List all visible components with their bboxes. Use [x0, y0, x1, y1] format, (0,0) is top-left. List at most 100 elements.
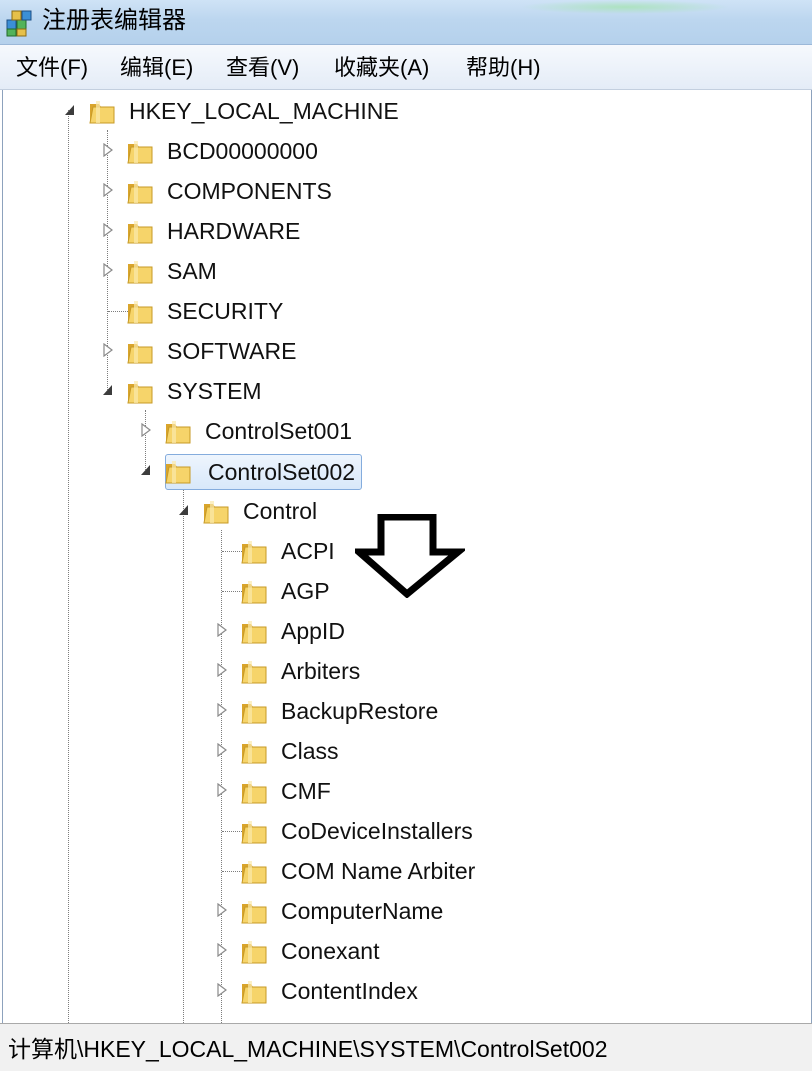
collapsed-triangle-icon[interactable] — [215, 662, 229, 678]
tree-node-label[interactable]: AppID — [281, 618, 345, 644]
tree-node-label[interactable]: Conexant — [281, 938, 380, 964]
folder-icon — [125, 136, 155, 166]
folder-icon — [239, 816, 269, 846]
tree-node-label[interactable]: SAM — [167, 258, 217, 284]
collapsed-triangle-icon[interactable] — [215, 902, 229, 918]
tree-node-label[interactable]: BCD00000000 — [167, 138, 318, 164]
tree-node[interactable]: ControlSet001 — [3, 411, 803, 451]
tree-node-label[interactable]: CoDeviceInstallers — [281, 818, 473, 844]
tree-node-label[interactable]: BackupRestore — [281, 698, 439, 724]
collapsed-triangle-icon[interactable] — [215, 622, 229, 638]
expanded-triangle-icon[interactable] — [63, 103, 77, 117]
collapsed-triangle-icon[interactable] — [101, 182, 115, 198]
collapsed-triangle-icon[interactable] — [101, 142, 115, 158]
tree-node[interactable]: ContentIndex — [3, 971, 803, 1011]
tree-node[interactable]: SYSTEM — [3, 371, 803, 411]
tree-node[interactable]: ComputerName — [3, 891, 803, 931]
window-title: 注册表编辑器 — [42, 7, 186, 34]
expanded-triangle-icon[interactable] — [177, 503, 191, 517]
folder-icon — [239, 936, 269, 966]
folder-icon — [201, 496, 231, 526]
registry-editor-icon — [6, 10, 32, 37]
status-path: 计算机\HKEY_LOCAL_MACHINE\SYSTEM\ControlSet… — [8, 1036, 608, 1062]
folder-icon — [239, 896, 269, 926]
tree-node[interactable]: AGP — [3, 571, 803, 611]
tree-node[interactable]: BCD00000000 — [3, 131, 803, 171]
tree-node-label[interactable]: COMPONENTS — [167, 178, 332, 204]
collapsed-triangle-icon[interactable] — [215, 742, 229, 758]
collapsed-triangle-icon[interactable] — [101, 222, 115, 238]
folder-icon — [125, 216, 155, 246]
menu-bar: 文件(F) 编辑(E) 查看(V) 收藏夹(A) 帮助(H) — [0, 45, 812, 90]
tree-node[interactable]: HARDWARE — [3, 211, 803, 251]
tree-node-label[interactable]: AGP — [281, 578, 330, 604]
tree-node[interactable]: SAM — [3, 251, 803, 291]
tree-node-label[interactable]: ControlSet002 — [165, 454, 363, 490]
folder-icon — [239, 536, 269, 566]
folder-icon — [87, 96, 117, 126]
expanded-triangle-icon[interactable] — [139, 463, 153, 477]
tree-node[interactable]: CMF — [3, 771, 803, 811]
tree-node[interactable]: Class — [3, 731, 803, 771]
tree-node[interactable]: COMPONENTS — [3, 171, 803, 211]
tree-node-label[interactable]: SECURITY — [167, 298, 284, 324]
folder-icon — [239, 976, 269, 1006]
collapsed-triangle-icon[interactable] — [215, 782, 229, 798]
folder-icon — [239, 616, 269, 646]
tree-node-label[interactable]: CMF — [281, 778, 331, 804]
tree-node-label[interactable]: HKEY_LOCAL_MACHINE — [129, 98, 399, 124]
tree-node-label[interactable]: ACPI — [281, 538, 335, 564]
tree-node-label[interactable]: SYSTEM — [167, 378, 262, 404]
folder-icon — [163, 456, 193, 486]
menu-file[interactable]: 文件(F) — [16, 55, 89, 80]
tree-node[interactable]: ACPI — [3, 531, 803, 571]
menu-help[interactable]: 帮助(H) — [466, 55, 541, 80]
tree-node[interactable]: BackupRestore — [3, 691, 803, 731]
folder-icon — [125, 336, 155, 366]
status-bar: 计算机\HKEY_LOCAL_MACHINE\SYSTEM\ControlSet… — [0, 1023, 812, 1071]
folder-icon — [163, 416, 193, 446]
tree-node-label[interactable]: Control — [243, 498, 318, 524]
tree-node[interactable]: Arbiters — [3, 651, 803, 691]
collapsed-triangle-icon[interactable] — [139, 422, 153, 438]
tree-node[interactable]: SECURITY — [3, 291, 803, 331]
menu-edit[interactable]: 编辑(E) — [120, 55, 194, 80]
menu-view[interactable]: 查看(V) — [226, 55, 300, 80]
tree-node[interactable]: Control — [3, 491, 803, 531]
tree-node-label[interactable]: COM Name Arbiter — [281, 858, 476, 884]
tree-node[interactable]: CoDeviceInstallers — [3, 811, 803, 851]
menu-favorites[interactable]: 收藏夹(A) — [334, 55, 430, 80]
folder-icon — [239, 576, 269, 606]
title-bar: 注册表编辑器 — [0, 0, 812, 45]
collapsed-triangle-icon[interactable] — [215, 702, 229, 718]
folder-icon — [239, 776, 269, 806]
tree-node[interactable]: AppID — [3, 611, 803, 651]
expanded-triangle-icon[interactable] — [101, 383, 115, 397]
folder-icon — [125, 296, 155, 326]
collapsed-triangle-icon[interactable] — [101, 262, 115, 278]
down-arrow-icon — [355, 514, 465, 598]
tree-node[interactable]: ControlSet002 — [3, 451, 803, 491]
tree-node[interactable]: COM Name Arbiter — [3, 851, 803, 891]
folder-icon — [125, 376, 155, 406]
folder-icon — [125, 256, 155, 286]
tree-node[interactable]: Conexant — [3, 931, 803, 971]
collapsed-triangle-icon[interactable] — [215, 982, 229, 998]
folder-icon — [239, 656, 269, 686]
folder-icon — [239, 736, 269, 766]
tree-node-label[interactable]: ControlSet001 — [205, 418, 353, 444]
folder-icon — [239, 856, 269, 886]
folder-icon — [125, 176, 155, 206]
tree-node[interactable]: HKEY_LOCAL_MACHINE — [3, 91, 803, 131]
tree-node-label[interactable]: ContentIndex — [281, 978, 418, 1004]
tree-node-label[interactable]: ComputerName — [281, 898, 444, 924]
folder-icon — [239, 696, 269, 726]
tree-node-label[interactable]: Arbiters — [281, 658, 361, 684]
collapsed-triangle-icon[interactable] — [101, 342, 115, 358]
tree-node-label[interactable]: SOFTWARE — [167, 338, 297, 364]
tree-node[interactable]: SOFTWARE — [3, 331, 803, 371]
collapsed-triangle-icon[interactable] — [215, 942, 229, 958]
tree-node-label[interactable]: HARDWARE — [167, 218, 301, 244]
tree-node-label[interactable]: Class — [281, 738, 339, 764]
